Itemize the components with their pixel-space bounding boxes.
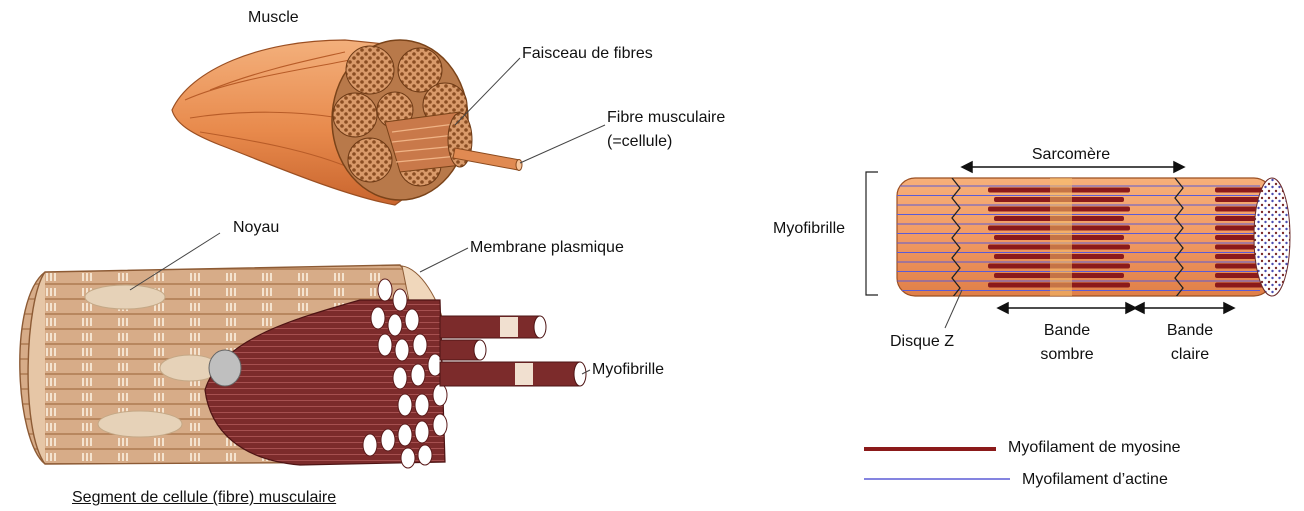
- caption-segment: Segment de cellule (fibre) musculaire: [72, 488, 336, 507]
- label-bande-sombre-2: sombre: [1040, 345, 1093, 364]
- label-noyau: Noyau: [233, 218, 279, 237]
- muscle-illustration: [172, 40, 522, 205]
- leader-fibre: [520, 125, 605, 163]
- legend-myosin-label: Myofilament de myosine: [1008, 438, 1181, 457]
- h-zone: [1050, 178, 1072, 296]
- label-bande-claire-1: Bande: [1167, 321, 1213, 340]
- label-bande-claire-2: claire: [1171, 345, 1209, 364]
- label-disque-z: Disque Z: [890, 332, 954, 351]
- label-bande-sombre-1: Bande: [1044, 321, 1090, 340]
- legend-actin-label: Myofilament d’actine: [1022, 470, 1168, 489]
- label-faisceau-de-fibres: Faisceau de fibres: [522, 44, 653, 63]
- leader-membrane: [420, 248, 468, 272]
- label-myofibrille-right: Myofibrille: [773, 219, 845, 238]
- fibre-segment-illustration: [20, 265, 586, 468]
- label-muscle: Muscle: [248, 8, 299, 27]
- label-myofibrille-left: Myofibrille: [592, 360, 664, 379]
- myofibril-detail: [897, 178, 1290, 298]
- nucleus-shape: [85, 285, 165, 309]
- myosin-filament: [1215, 188, 1265, 193]
- myofibril-bracket: [866, 172, 878, 295]
- label-sarcomere: Sarcomère: [1032, 145, 1110, 164]
- label-fibre-musculaire: Fibre musculaire: [607, 108, 725, 127]
- myosin-filament: [1215, 283, 1265, 288]
- leader-faisceau: [455, 58, 520, 125]
- label-membrane-plasmique: Membrane plasmique: [470, 238, 624, 257]
- label-fibre-cellule: (=cellule): [607, 132, 672, 151]
